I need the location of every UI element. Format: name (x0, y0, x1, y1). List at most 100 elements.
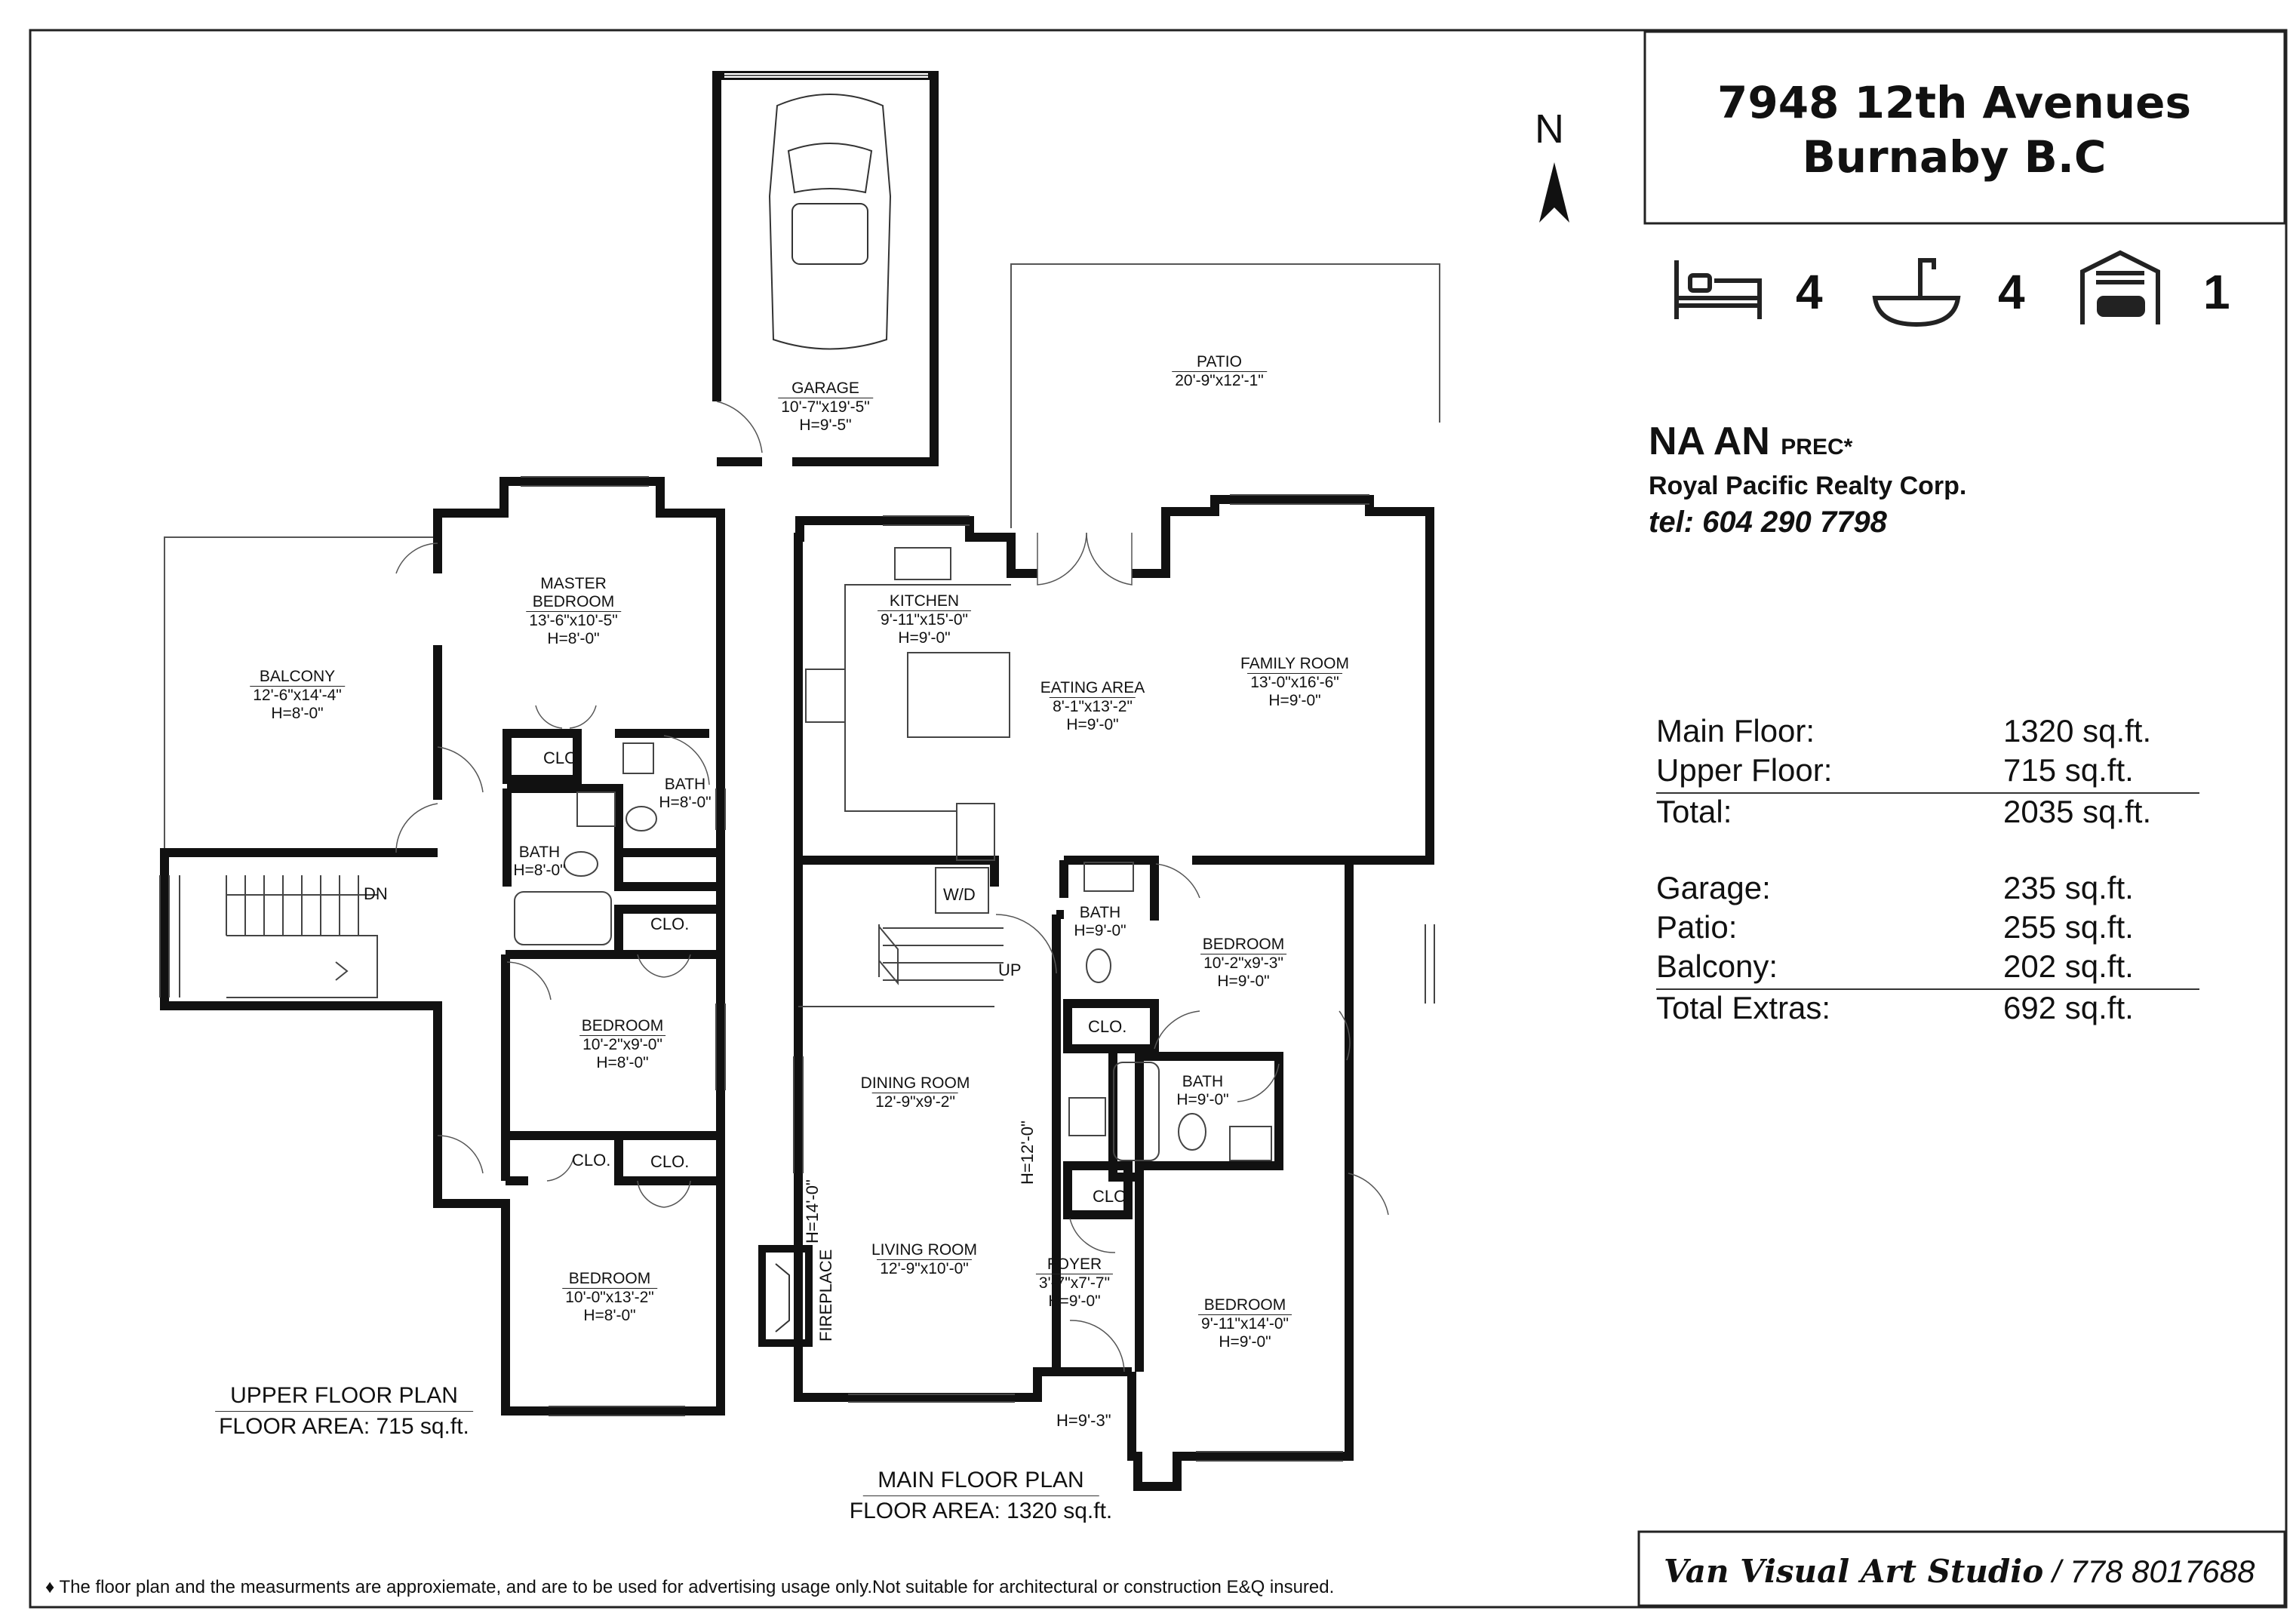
area-balcony-value: 202 sq.ft. (2003, 948, 2134, 984)
room-foyer: FOYER 3'-7"x7'-7" H=9'-0" (1035, 1256, 1114, 1311)
room-dims: 20'-9"x12'-1" (1172, 371, 1267, 390)
north-arrow-icon (1539, 162, 1569, 223)
room-upper-bedroom-3: BEDROOM 10'-0"x13'-2" H=8'-0" (562, 1270, 657, 1325)
room-dims: 3'-7"x7'-7" (1035, 1274, 1114, 1293)
room-dims: 9'-11"x14'-0" (1198, 1314, 1292, 1333)
room-height: H=9'-0" (1217, 973, 1270, 990)
room-name: BALCONY (259, 668, 336, 685)
room-height: H=9'-0" (1074, 922, 1126, 939)
room-dims: 10'-2"x9'-3" (1200, 954, 1286, 973)
room-dims: 9'-11"x15'-0" (878, 610, 971, 629)
area-upper-label: Upper Floor: (1656, 752, 1833, 788)
room-name: GARAGE (791, 380, 859, 397)
area-balcony-label: Balcony: (1656, 948, 1778, 984)
area-main-value: 1320 sq.ft. (2003, 713, 2152, 748)
address-line-1: 7948 12th Avenues (1717, 77, 2191, 128)
room-main-bath-2: BATH H=9'-0" (1176, 1073, 1228, 1109)
room-dims: 10'-0"x13'-2" (562, 1288, 657, 1307)
upper-floor-walls (160, 477, 725, 1416)
area-row-extras: Total Extras: 692 sq.ft. (1656, 988, 2199, 1029)
room-name: BATH (1182, 1073, 1224, 1090)
room-height: H=9'-0" (1176, 1091, 1229, 1108)
area-total-value: 2035 sq.ft. (2003, 794, 2152, 829)
upper-closet-2: CLO. (650, 914, 690, 933)
upper-bath-fixtures (514, 742, 657, 945)
bedroom-count: 4 (1796, 265, 1823, 319)
room-name: BATH (1079, 904, 1121, 921)
area-extras-value: 692 sq.ft. (2003, 990, 2134, 1025)
room-dims: 13'-0"x16'-6" (1247, 673, 1342, 692)
main-floor-walls (794, 495, 1434, 1491)
room-kitchen: KITCHEN 9'-11"x15'-0" H=9'-0" (878, 592, 971, 647)
main-closet-2: CLO. (1093, 1187, 1132, 1206)
room-family-room: FAMILY ROOM 13'-0"x16'-6" H=9'-0" (1240, 655, 1349, 710)
room-name: LIVING ROOM (871, 1241, 978, 1259)
room-name: BEDROOM (1202, 936, 1285, 953)
room-height: H=8'-0" (547, 630, 600, 647)
room-garage: GARAGE 10'-7"x19'-5" H=9'-5" (778, 380, 873, 435)
main-doors (995, 532, 1389, 1372)
studio-credit: Van Visual Art Studio / 778 8017688 (1664, 1553, 2255, 1590)
room-height: H=9'-0" (898, 629, 951, 647)
room-patio: PATIO 20'-9"x12'-1" (1172, 353, 1267, 390)
fireplace-label: FIREPLACE (816, 1249, 835, 1342)
area-main-label: Main Floor: (1656, 713, 1815, 748)
area-garage-value: 235 sq.ft. (2003, 870, 2134, 905)
main-plan-heading: MAIN FLOOR PLAN (862, 1465, 1099, 1496)
garage-count: 1 (2203, 265, 2230, 319)
room-height: H=8'-0" (583, 1307, 636, 1324)
room-dims: 10'-2"x9'-0" (579, 1035, 665, 1054)
room-name: KITCHEN (889, 592, 960, 610)
room-name: DINING ROOM (860, 1074, 970, 1092)
bathroom-count: 4 (1998, 265, 2025, 319)
room-main-bath-1: BATH H=9'-0" (1074, 904, 1126, 940)
room-name: MASTER (540, 575, 607, 592)
area-row-main: Main Floor: 1320 sq.ft. (1656, 713, 2199, 752)
room-dims: 12'-9"x10'-0" (877, 1259, 972, 1278)
studio-phone: 778 8017688 (2070, 1554, 2255, 1589)
room-name: BEDROOM (581, 1017, 664, 1034)
area-total-label: Total: (1656, 794, 1732, 829)
room-height: H=9'-0" (1048, 1293, 1101, 1310)
main-ceiling-height-12: H=12'-0" (1018, 1120, 1037, 1185)
room-dining-room: DINING ROOM 12'-9"x9'-2" (861, 1074, 970, 1111)
main-ceiling-height-14: H=14'-0" (803, 1179, 822, 1243)
address-line-2: Burnaby B.C (1802, 131, 2107, 183)
area-row-upper: Upper Floor: 715 sq.ft. (1656, 752, 2199, 792)
upper-closet-4: CLO. (650, 1152, 690, 1171)
upper-stairs (179, 875, 378, 998)
room-eating-area: EATING AREA 8'-1"x13'-2" H=9'-0" (1040, 679, 1145, 734)
area-row-total: Total: 2035 sq.ft. (1656, 792, 2199, 833)
bed-icon (1674, 260, 1762, 319)
entry-ceiling-height: H=9'-3" (1056, 1411, 1111, 1430)
area-row-garage: Garage: 235 sq.ft. (1656, 870, 2199, 909)
room-upper-bath-2: BATH H=8'-0" (513, 844, 565, 880)
room-dims: 8'-1"x13'-2" (1050, 697, 1136, 716)
room-dims: 10'-7"x19'-5" (778, 398, 873, 417)
address-box (1643, 30, 2286, 225)
room-name-2: BEDROOM (532, 593, 615, 610)
compass-label: N (1535, 106, 1564, 152)
room-height: H=8'-0" (271, 705, 324, 722)
agent-tel: 604 290 7798 (1702, 506, 1887, 539)
main-plan-title: MAIN FLOOR PLAN FLOOR AREA: 1320 sq.ft. (850, 1465, 1113, 1526)
room-name: BATH (518, 844, 561, 861)
garage-icon (2080, 250, 2160, 324)
room-name: BEDROOM (1203, 1296, 1286, 1314)
room-height: H=8'-0" (596, 1054, 649, 1071)
room-upper-bedroom-2: BEDROOM 10'-2"x9'-0" H=8'-0" (579, 1017, 665, 1072)
upper-windows (159, 476, 726, 1416)
bathtub-icon (1872, 258, 1961, 327)
upper-plan-heading: UPPER FLOOR PLAN (215, 1381, 473, 1412)
room-upper-bath-1: BATH H=8'-0" (659, 776, 711, 812)
room-dims: 13'-6"x10'-5" (526, 611, 621, 630)
room-name: EATING AREA (1040, 679, 1145, 696)
room-dims: 12'-9"x9'-2" (872, 1093, 958, 1111)
room-main-bedroom-1: BEDROOM 10'-2"x9'-3" H=9'-0" (1200, 936, 1286, 991)
agent-name: NA AN (1649, 420, 1770, 463)
room-dims: 12'-6"x14'-4" (250, 686, 345, 705)
main-plan-area: FLOOR AREA: 1320 sq.ft. (849, 1499, 1113, 1523)
car-icon (768, 94, 892, 350)
studio-box (1637, 1530, 2286, 1607)
